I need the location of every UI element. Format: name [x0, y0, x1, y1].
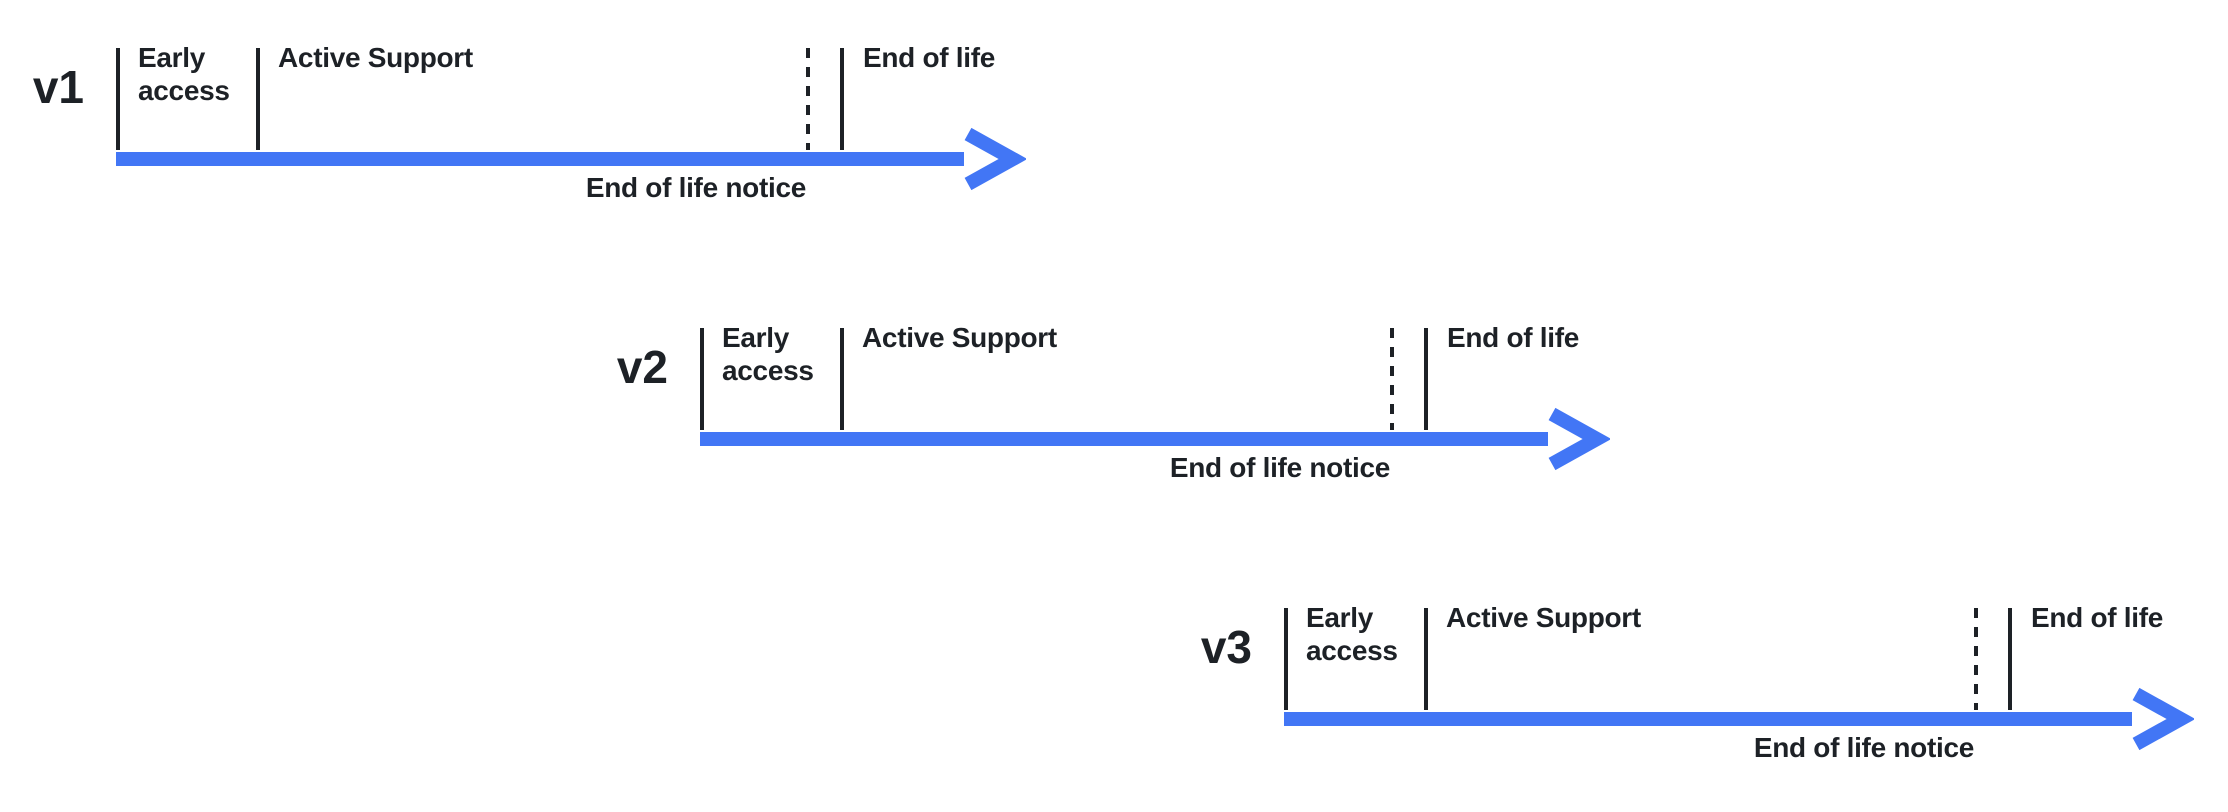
end-of-life-tick	[840, 48, 844, 150]
end-of-life-label: End of life	[1447, 322, 1580, 353]
timeline-arrow	[116, 127, 1026, 191]
eol-notice-dashed-line	[1974, 608, 1978, 710]
active-support-label: Active Support	[278, 42, 473, 73]
version-label: v1	[32, 61, 84, 113]
eol-notice-dashed-line	[1390, 328, 1394, 430]
eol-notice-label: End of life notice	[1753, 732, 1974, 763]
early-access-tick	[116, 48, 120, 150]
active-support-tick	[1424, 608, 1428, 710]
active-support-tick	[840, 328, 844, 430]
end-of-life-label: End of life	[863, 42, 996, 73]
version-label: v2	[616, 341, 668, 393]
early-access-label: Early access	[1306, 602, 1398, 666]
end-of-life-tick	[2008, 608, 2012, 710]
active-support-label: Active Support	[1446, 602, 1641, 633]
end-of-life-tick	[1424, 328, 1428, 430]
eol-notice-label: End of life notice	[585, 172, 806, 203]
early-access-tick	[700, 328, 704, 430]
timeline-arrow	[1284, 687, 2194, 751]
early-access-label: Early access	[138, 42, 230, 106]
active-support-label: Active Support	[862, 322, 1057, 353]
timeline-arrow	[700, 407, 1610, 471]
early-access-label: Early access	[722, 322, 814, 386]
early-access-tick	[1284, 608, 1288, 710]
eol-notice-dashed-line	[806, 48, 810, 150]
active-support-tick	[256, 48, 260, 150]
version-label: v3	[1200, 621, 1252, 673]
eol-notice-label: End of life notice	[1169, 452, 1390, 483]
end-of-life-label: End of life	[2031, 602, 2164, 633]
